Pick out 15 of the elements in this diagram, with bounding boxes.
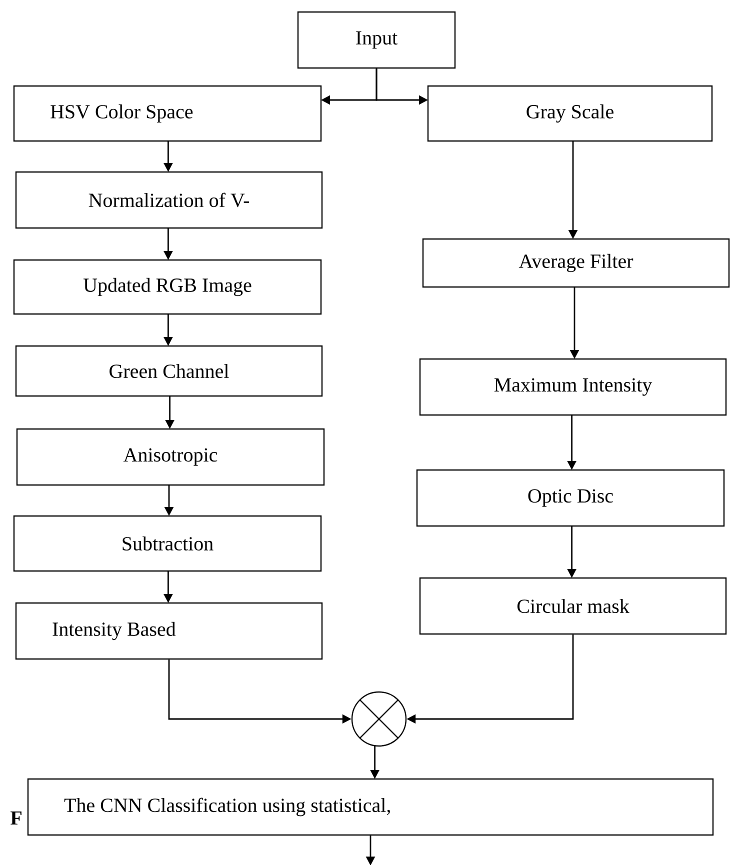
process-box: Intensity Based — [15, 602, 323, 660]
process-box: Updated RGB Image — [13, 259, 322, 315]
process-box: Subtraction — [13, 515, 322, 572]
process-box: Maximum Intensity — [419, 358, 727, 416]
process-box: Optic Disc — [416, 469, 725, 527]
process-box: The CNN Classification using statistical, — [27, 778, 714, 836]
process-box: Anisotropic — [16, 428, 325, 486]
process-box: Circular mask — [419, 577, 727, 635]
process-box: Normalization of V- — [15, 171, 323, 229]
process-box: Input — [297, 11, 456, 69]
process-box: Green Channel — [15, 345, 323, 397]
multiplier-circle — [351, 691, 407, 747]
process-box: Gray Scale — [427, 85, 713, 142]
process-box: Average Filter — [422, 238, 730, 288]
process-box: HSV Color Space — [13, 85, 322, 142]
